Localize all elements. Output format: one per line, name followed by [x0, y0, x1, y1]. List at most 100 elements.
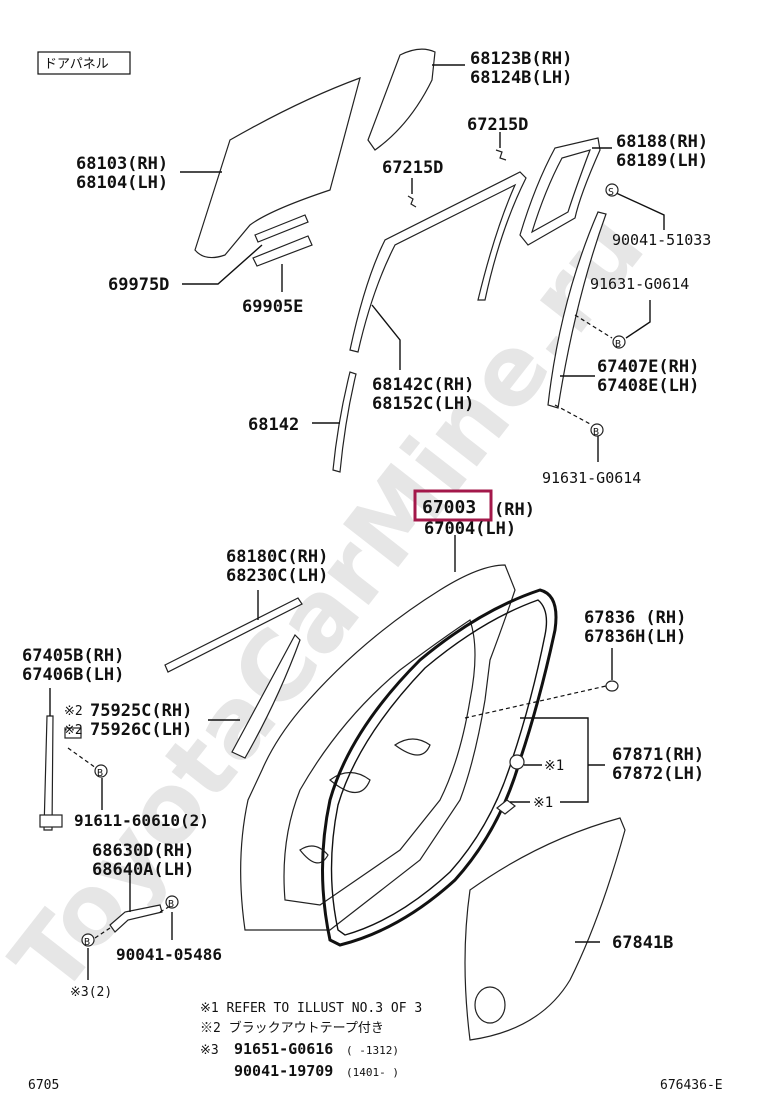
label-67003[interactable]: 67003 — [422, 497, 476, 518]
plug-shape — [605, 680, 619, 692]
clip-middle-shape — [407, 195, 417, 208]
label-67003-suffix: (RH) — [494, 500, 535, 520]
weatherstrip-clip-2 — [496, 799, 516, 815]
note-4-part: 90041-19709 — [234, 1062, 333, 1080]
note-1: ※1 REFER TO ILLUST NO.3 OF 3 — [200, 1001, 422, 1016]
door-glass-shape — [194, 77, 361, 259]
label-67836H: 67836H(LH) — [584, 627, 686, 647]
label-x1-a: ※1 — [544, 758, 564, 774]
marker-s: S — [608, 187, 614, 198]
label-67872: 67872(LH) — [612, 764, 704, 784]
service-cover-hole — [474, 986, 506, 1024]
marker-b-5: B — [84, 937, 90, 948]
marker-b-3: B — [97, 768, 103, 779]
marker-b-circle-2 — [590, 423, 604, 437]
regulator-clip — [64, 727, 82, 739]
label-67215-mid: 67215D — [382, 158, 443, 178]
marker-b-circle-3 — [94, 764, 108, 778]
label-75925-mark: ※2 — [64, 704, 83, 719]
label-68152C: 68152C(LH) — [372, 394, 474, 414]
leader-69975 — [182, 244, 263, 285]
leader-90041-05486-dash — [159, 904, 173, 913]
weatherstrip-clip-1 — [509, 754, 525, 770]
door-check-shape — [109, 904, 163, 933]
label-75926-mark: ※2 — [64, 723, 83, 738]
label-69975: 69975D — [108, 275, 169, 295]
service-cover-shape — [464, 817, 626, 1041]
leader-90041-51033 — [613, 191, 665, 230]
label-68180: 68180C(RH) — [226, 547, 328, 567]
leader-91611-dash — [67, 747, 97, 769]
label-67004: 67004(LH) — [424, 519, 516, 539]
label-67871: 67871(RH) — [612, 745, 704, 765]
note-3-mark: ※3 — [200, 1043, 219, 1058]
header-box-label: ドアパネル — [44, 57, 109, 72]
door-hole-3 — [299, 845, 329, 864]
label-68230: 68230C(LH) — [226, 566, 328, 586]
marker-b-circle-5 — [81, 933, 95, 947]
footer-right: 676436-E — [660, 1078, 723, 1093]
belt-moulding-shape — [547, 211, 607, 409]
quarter-glass-shape — [367, 48, 436, 151]
label-68640: 68640A(LH) — [92, 860, 194, 880]
label-67215-top: 67215D — [467, 115, 528, 135]
regulator-channel-shape — [43, 715, 54, 831]
label-67407: 67407E(RH) — [597, 357, 699, 377]
label-69905: 69905E — [242, 297, 303, 317]
header-box — [37, 51, 131, 75]
label-91631-a: 91631-G0614 — [590, 275, 689, 293]
quarter-frame-shape — [519, 137, 601, 246]
label-68142: 68142 — [248, 415, 299, 435]
highlight-box — [413, 489, 493, 522]
division-bar-shape — [332, 371, 357, 473]
glass-channel-upper — [254, 214, 309, 243]
note-3-part: 91651-G0616 — [234, 1040, 333, 1058]
label-68189: 68189(LH) — [616, 151, 708, 171]
leader-91631-a — [625, 300, 651, 339]
label-x3: ※3(2) — [70, 985, 112, 1000]
weatherstrip-shape — [321, 588, 558, 947]
label-67408: 67408E(LH) — [597, 376, 699, 396]
run-channel-shape — [349, 171, 527, 353]
label-90041-51033: 90041-51033 — [612, 231, 711, 249]
leader-67871 — [520, 717, 605, 803]
label-91631-b: 91631-G0614 — [542, 469, 641, 487]
clip-upper-shape — [495, 149, 507, 161]
label-75925: 75925C(RH) — [90, 701, 192, 721]
quarter-frame-inner — [530, 149, 591, 234]
door-inner-frame — [283, 619, 476, 906]
label-68142C: 68142C(RH) — [372, 375, 474, 395]
note-4-range: (1401- ) — [346, 1066, 399, 1079]
regulator-bracket — [39, 814, 63, 828]
footer-left: 6705 — [28, 1078, 59, 1093]
door-hole-1 — [329, 771, 371, 794]
label-67841: 67841B — [612, 933, 673, 953]
label-x1-b: ※1 — [533, 795, 553, 811]
leader-68142C — [371, 304, 401, 370]
label-68104: 68104(LH) — [76, 173, 168, 193]
label-90041-05486: 90041-05486 — [116, 945, 222, 964]
leader-91631-a-dash — [574, 314, 613, 339]
leader-91631-b-dash — [554, 404, 593, 426]
glass-channel-lower — [252, 235, 313, 267]
note-2: ※2 ブラックアウトテープ付き — [200, 1020, 384, 1036]
leader-67836-dash — [464, 685, 607, 719]
label-67406: 67406B(LH) — [22, 665, 124, 685]
note-3-range: ( -1312) — [346, 1044, 399, 1057]
blackout-tape-shape — [231, 634, 301, 759]
weatherstrip-inner — [330, 599, 548, 936]
label-75926: 75926C(LH) — [90, 720, 192, 740]
marker-b-1: B — [615, 339, 621, 350]
label-67405: 67405B(RH) — [22, 646, 124, 666]
leader-x3-dash — [94, 927, 111, 939]
label-68103: 68103(RH) — [76, 154, 168, 174]
label-67836: 67836 (RH) — [584, 608, 686, 628]
marker-b-circle-1 — [612, 335, 626, 349]
marker-s-circle — [605, 183, 619, 197]
marker-b-4: B — [168, 899, 174, 910]
label-68188: 68188(RH) — [616, 132, 708, 152]
label-68124: 68124B(LH) — [470, 68, 572, 88]
outer-weatherstrip-shape — [164, 597, 303, 673]
